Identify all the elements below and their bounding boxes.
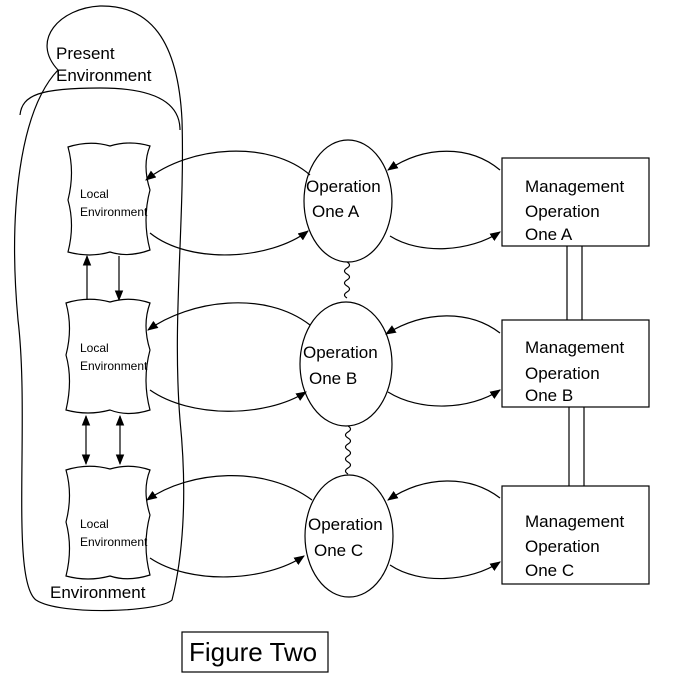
environment-bottom-label: Environment <box>50 583 146 602</box>
management-a-label-3: One A <box>525 225 573 244</box>
local-environment-blob-3 <box>65 465 151 580</box>
arrow-op-b-to-local-2 <box>147 302 311 331</box>
management-a-label-1: Management <box>525 177 625 196</box>
management-b-label-1: Management <box>525 338 625 357</box>
management-c-label-1: Management <box>525 512 625 531</box>
arrow-local-1-to-op-a <box>149 230 309 256</box>
operation-link-b-c <box>344 425 352 475</box>
present-environment-label-1: Present <box>56 44 115 63</box>
arrow-op-b-to-mgmt-b <box>387 389 501 407</box>
arrow-op-a-to-mgmt-a <box>389 231 501 250</box>
operation-a-label-1: Operation <box>306 177 381 196</box>
operation-node-c <box>304 474 394 598</box>
arrow-mgmt-b-to-op-b <box>385 315 501 335</box>
management-box-c <box>501 485 650 585</box>
management-c-label-3: One C <box>525 561 574 580</box>
present-environment-boundary <box>14 5 185 612</box>
inner-environment-boundary <box>19 87 181 131</box>
local-environment-label-3b: Environment <box>80 535 148 549</box>
management-box-a <box>501 157 650 247</box>
management-box-b <box>501 319 650 408</box>
operation-b-label-2: One B <box>309 369 357 388</box>
local-environment-label-2a: Local <box>80 341 109 355</box>
arrow-mgmt-a-to-op-a <box>387 150 501 171</box>
local-environment-blob-1 <box>67 142 151 256</box>
operation-c-label-2: One C <box>314 541 363 560</box>
arrow-local-2-to-op-b <box>149 389 307 412</box>
arrow-op-c-to-mgmt-c <box>389 561 501 580</box>
local-environment-label-3a: Local <box>80 517 109 531</box>
management-b-label-3: One B <box>525 386 573 405</box>
operation-b-label-1: Operation <box>303 343 378 362</box>
operation-link-a-b <box>343 261 351 299</box>
arrow-op-a-to-local-1 <box>145 150 311 181</box>
management-c-label-2: Operation <box>525 537 600 556</box>
arrow-op-c-to-local-3 <box>146 475 313 501</box>
operation-a-label-2: One A <box>312 202 360 221</box>
management-a-label-2: Operation <box>525 202 600 221</box>
local-environment-label-1a: Local <box>80 187 109 201</box>
operation-node-a <box>303 139 393 263</box>
figure-caption-box <box>181 631 329 673</box>
operation-node-b <box>299 301 393 427</box>
arrow-local-3-to-op-c <box>149 555 305 578</box>
management-b-label-2: Operation <box>525 364 600 383</box>
arrow-mgmt-c-to-op-c <box>387 480 501 501</box>
operation-c-label-1: Operation <box>308 515 383 534</box>
present-environment-label-2: Environment <box>56 66 152 85</box>
local-environment-label-2b: Environment <box>80 359 148 373</box>
figure-caption: Figure Two <box>189 637 317 667</box>
local-environment-blob-2 <box>65 298 151 415</box>
local-environment-label-1b: Environment <box>80 205 148 219</box>
